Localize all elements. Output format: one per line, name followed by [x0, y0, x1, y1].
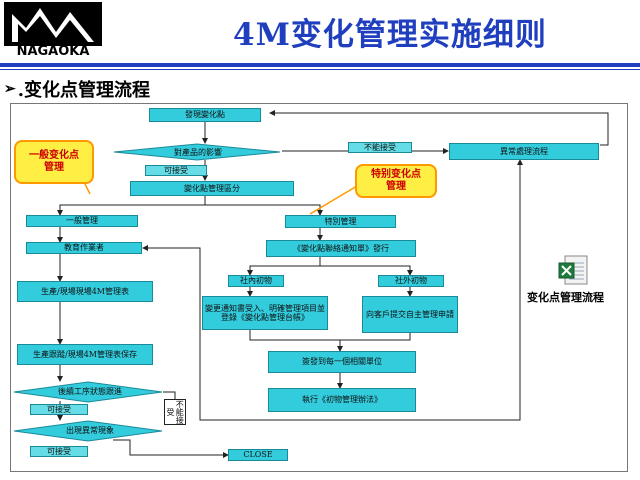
- excel-file-icon[interactable]: [557, 254, 591, 286]
- logo-mark-icon: [4, 2, 102, 46]
- node-special: 特別管理: [285, 215, 396, 228]
- node-production-table: 生產/現場現場4M管理表: [17, 281, 153, 302]
- node-internal-detail: 變更通知書受入、明確管理項目並登錄《變化點管理台帳》: [202, 296, 328, 330]
- decision-post-shape: [13, 381, 163, 403]
- logo-text: NAGAOKA: [16, 44, 90, 59]
- node-external-detail: 向客戶提交自主管理申請: [362, 296, 458, 333]
- node-tracking: 生產跟蹤/現場4M管理表保存: [17, 344, 153, 365]
- node-internal: 社內初物: [228, 275, 284, 287]
- section-heading: ➢ .变化点管理流程: [4, 76, 150, 102]
- node-notice: 《變化點聯絡通知單》發行: [266, 240, 416, 257]
- node-execute: 執行《初物管理辦法》: [268, 388, 416, 412]
- decision-post: 後續工序狀態跟進: [58, 386, 122, 396]
- node-send-dept: 簽發到每一個相關單位: [268, 351, 416, 373]
- node-general: 一般管理: [26, 215, 138, 227]
- node-education: 教育作業者: [26, 242, 142, 254]
- label-not-accept: 不能接受: [348, 142, 412, 153]
- node-external: 社外初物: [378, 275, 444, 287]
- decision-impact-shape: [113, 143, 281, 161]
- label-cannot-accept-side: 不能接受: [164, 399, 186, 425]
- node-start: 發現變化點: [149, 108, 261, 122]
- nagaoka-logo: NAGAOKA: [4, 2, 102, 60]
- callout-general: 一般变化点 管理: [14, 140, 94, 184]
- node-close: CLOSE: [228, 449, 288, 461]
- decision-impact: 對產品的影響: [174, 147, 222, 157]
- label-acceptable-3: 可接受: [30, 446, 88, 457]
- label-acceptable-2: 可接受: [30, 404, 88, 415]
- node-classify: 變化點管理區分: [130, 181, 294, 196]
- node-abnormal-process: 異常處理流程: [449, 143, 599, 160]
- decision-abnormal: 出現異常現象: [66, 425, 114, 435]
- excel-file-label[interactable]: 变化点管理流程: [527, 291, 604, 304]
- title-divider: [0, 63, 640, 67]
- bullet-arrow-icon: ➢: [4, 81, 16, 97]
- page-title: 4M变化管理实施细则: [233, 16, 547, 53]
- callout-special: 特别变化点 管理: [355, 164, 437, 198]
- decision-abnormal-shape: [13, 420, 163, 442]
- label-acceptable-1: 可接受: [145, 165, 207, 176]
- section-title: .变化点管理流程: [17, 80, 151, 101]
- title-divider-thin: [0, 69, 640, 70]
